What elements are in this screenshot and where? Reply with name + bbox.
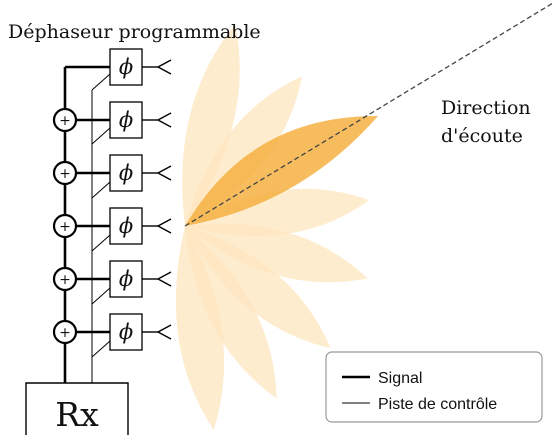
adder-5: + xyxy=(52,266,78,292)
adder-symbol: + xyxy=(59,113,71,129)
side-lobe xyxy=(185,226,277,399)
adder-symbol: + xyxy=(59,325,71,341)
side-lobe xyxy=(175,226,225,430)
adder-2: + xyxy=(52,107,78,133)
antenna-1 xyxy=(142,59,172,75)
legend-box xyxy=(325,351,543,423)
control-branch xyxy=(91,287,111,305)
legend: Signal Piste de contrôle xyxy=(325,351,543,423)
side-lobe xyxy=(185,226,331,349)
side-lobe xyxy=(185,223,368,283)
antenna-5 xyxy=(142,271,172,287)
antenna-3 xyxy=(142,165,172,181)
phase-symbol: ϕ xyxy=(119,108,133,132)
direction-label-line1: Direction xyxy=(441,97,531,119)
control-branch xyxy=(91,340,111,358)
phase-shifter-4: ϕ xyxy=(109,207,143,245)
receiver-box: Rx xyxy=(25,382,129,435)
control-branch xyxy=(91,181,111,199)
control-branch xyxy=(91,73,111,91)
antenna-4 xyxy=(142,218,172,234)
main-lobe xyxy=(185,115,378,226)
phase-symbol: ϕ xyxy=(119,214,133,238)
adder-symbol: + xyxy=(59,272,71,288)
control-branch xyxy=(91,234,111,252)
adder-3: + xyxy=(52,160,78,186)
phase-shifter-3: ϕ xyxy=(109,154,143,192)
adder-4: + xyxy=(52,213,78,239)
diagram-title: Déphaseur programmable xyxy=(8,21,261,43)
direction-label-line2: d'écoute xyxy=(441,125,523,147)
control-branch xyxy=(91,127,111,145)
legend-signal-label: Signal xyxy=(378,370,422,387)
antenna-6 xyxy=(142,324,172,340)
phase-symbol: ϕ xyxy=(119,55,133,79)
phase-symbol: ϕ xyxy=(119,267,133,291)
phase-shifter-1: ϕ xyxy=(109,48,143,86)
side-lobe xyxy=(182,24,240,227)
control-track xyxy=(91,73,111,383)
legend-control-label: Piste de contrôle xyxy=(378,396,497,413)
phase-symbol: ϕ xyxy=(119,161,133,185)
adder-6: + xyxy=(52,319,78,345)
phase-shifter-6: ϕ xyxy=(109,313,143,351)
phase-symbol: ϕ xyxy=(119,320,133,344)
adder-symbol: + xyxy=(59,219,71,235)
receiver-label: Rx xyxy=(55,395,99,434)
radiation-pattern xyxy=(175,24,378,430)
phase-shifter-2: ϕ xyxy=(109,101,143,139)
phase-shifter-5: ϕ xyxy=(109,260,143,298)
adder-symbol: + xyxy=(59,166,71,182)
antenna-2 xyxy=(142,112,172,128)
